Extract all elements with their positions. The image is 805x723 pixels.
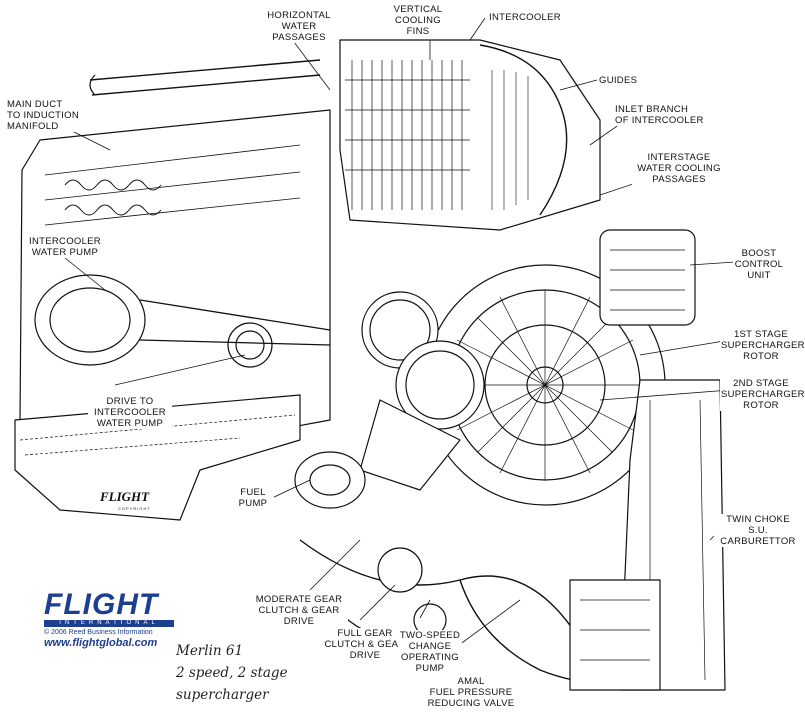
label-fuel-pump: FUEL PUMP xyxy=(232,487,274,509)
flight-inline-mark: FLIGHT xyxy=(100,489,150,504)
label-vertical-cooling-fins: VERTICAL COOLING FINS xyxy=(386,4,450,37)
label-twin-choke-carburettor: TWIN CHOKE S.U. CARBURETTOR xyxy=(714,514,802,547)
label-intercooler: INTERCOOLER xyxy=(488,12,562,23)
leader-lines xyxy=(64,17,736,649)
copyright-text: © 2006 Reed Business Information xyxy=(44,629,153,636)
label-two-speed-pump: TWO-SPEED CHANGE OPERATING PUMP xyxy=(398,630,462,674)
label-inlet-branch: INLET BRANCH OF INTERCOOLER xyxy=(614,104,705,126)
flight-logo: FLIGHT xyxy=(44,588,159,621)
engine-drawing xyxy=(14,39,726,691)
flight-inline-mark-sub: COPYRIGHT xyxy=(118,506,151,511)
handwritten-caption: Merlin 61 2 speed, 2 stage supercharger xyxy=(176,640,288,706)
label-horizontal-water-passages: HORIZONTAL WATER PASSAGES xyxy=(262,10,336,43)
flight-logo-sub: INTERNATIONAL xyxy=(44,620,174,627)
label-main-duct: MAIN DUCT TO INDUCTION MANIFOLD xyxy=(6,99,81,132)
caption-line-3: supercharger xyxy=(176,687,269,703)
label-interstage-water-cooling: INTERSTAGE WATER COOLING PASSAGES xyxy=(632,152,726,185)
label-first-stage-rotor: 1st STAGE SUPERCHARGER ROTOR xyxy=(720,329,805,362)
flightglobal-link[interactable]: www.flightglobal.com xyxy=(44,637,158,649)
label-amal-valve: AMAL FUEL PRESSURE REDUCING VALVE xyxy=(420,676,522,709)
caption-line-2: 2 speed, 2 stage xyxy=(176,665,288,681)
label-second-stage-rotor: 2nd STAGE SUPERCHARGER ROTOR xyxy=(720,378,805,411)
label-intercooler-water-pump: INTERCOOLER WATER PUMP xyxy=(28,236,102,258)
label-guides: GUIDES xyxy=(598,75,639,86)
label-moderate-gear: MODERATE GEAR CLUTCH & GEAR DRIVE xyxy=(250,594,348,627)
caption-line-1: Merlin 61 xyxy=(176,643,244,659)
label-full-gear: FULL GEAR CLUTCH & GEAR DRIVE xyxy=(320,628,410,661)
label-boost-control-unit: BOOST CONTROL UNIT xyxy=(733,248,785,281)
flight-brand-block: FLIGHT INTERNATIONAL © 2006 Reed Busines… xyxy=(44,588,174,649)
label-drive-to-pump: DRIVE TO INTERCOOLER WATER PUMP xyxy=(88,396,172,429)
